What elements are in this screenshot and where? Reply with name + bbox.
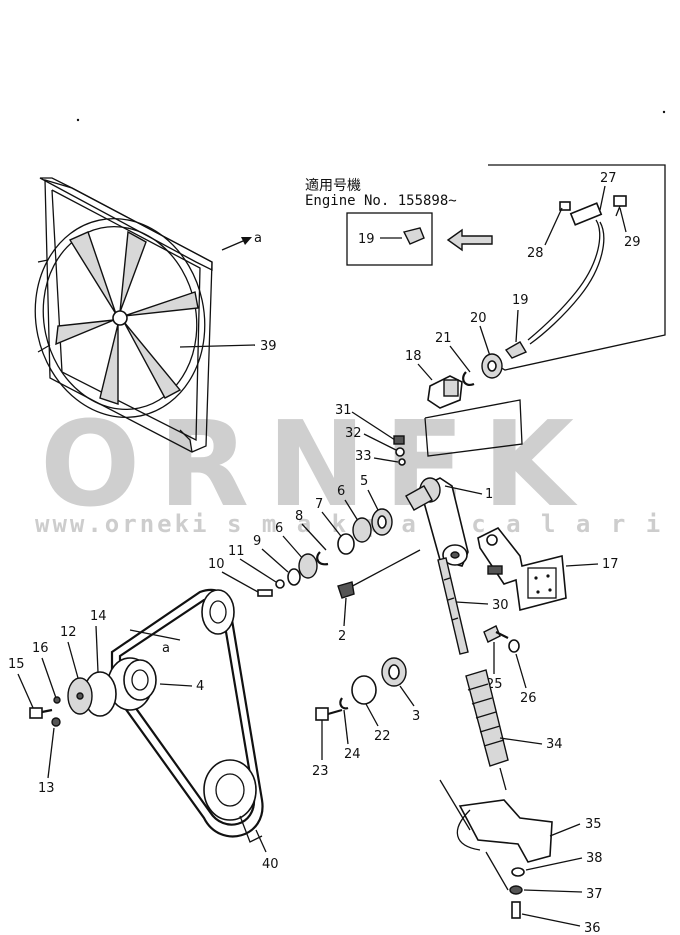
callout-6a: 6 — [275, 521, 283, 536]
callout-12: 12 — [60, 625, 77, 640]
callout-14: 14 — [90, 609, 107, 624]
inset-box-19 — [346, 212, 433, 266]
callout-10: 10 — [208, 557, 225, 572]
view-mark-a-top: a — [254, 231, 262, 246]
callout-35: 35 — [585, 817, 602, 832]
callout-40: 40 — [262, 857, 279, 872]
callout-15: 15 — [8, 657, 25, 672]
callout-19-inset: 19 — [358, 232, 375, 247]
belt-drive — [110, 588, 264, 843]
view-arrow-head — [241, 237, 252, 245]
callout-3: 3 — [412, 709, 420, 724]
callout-32: 32 — [345, 426, 362, 441]
callout-24: 24 — [344, 747, 361, 762]
callout-23: 23 — [312, 764, 329, 779]
callout-36: 36 — [584, 921, 601, 935]
callout-33: 33 — [355, 449, 372, 464]
replacement-arrow — [446, 228, 493, 252]
callout-22: 22 — [374, 729, 391, 744]
callout-30: 30 — [492, 598, 509, 613]
callout-37: 37 — [586, 887, 603, 902]
detail-frame — [424, 399, 523, 457]
callout-29: 29 — [624, 235, 641, 250]
callout-31: 31 — [335, 403, 352, 418]
callout-27: 27 — [600, 171, 617, 186]
callout-21: 21 — [435, 331, 452, 346]
callout-1: 1 — [485, 487, 493, 502]
callout-28: 28 — [527, 246, 544, 261]
callout-17: 17 — [602, 557, 619, 572]
callout-5: 5 — [360, 474, 368, 489]
callout-8: 8 — [295, 509, 303, 524]
view-mark-a-belt: a — [162, 641, 170, 656]
callout-26: 26 — [520, 691, 537, 706]
callout-38: 38 — [586, 851, 603, 866]
fan-shroud-assembly — [34, 177, 213, 453]
watermark: ORNEK www.orneki s m a k p a r c a l a r… — [35, 395, 680, 538]
callout-4: 4 — [196, 679, 204, 694]
callout-7: 7 — [315, 497, 323, 512]
callout-18: 18 — [405, 349, 422, 364]
callout-20: 20 — [470, 311, 487, 326]
applicable-label: 適用号機 — [305, 177, 361, 194]
callout-6b: 6 — [337, 484, 345, 499]
callout-19-right: 19 — [512, 293, 529, 308]
watermark-brand: ORNEK — [40, 395, 592, 533]
callout-34: 34 — [546, 737, 563, 752]
threaded-rod — [437, 557, 469, 655]
callout-13: 13 — [38, 781, 55, 796]
callout-16: 16 — [32, 641, 49, 656]
callout-11: 11 — [228, 544, 245, 559]
bracket-35 — [458, 799, 553, 863]
spring-34 — [465, 669, 509, 791]
callout-9: 9 — [253, 534, 261, 549]
callout-39: 39 — [260, 339, 277, 354]
callout-2: 2 — [338, 629, 346, 644]
inset-box-sensor — [487, 164, 666, 371]
engine-number: Engine No. 155898~ — [305, 193, 457, 209]
